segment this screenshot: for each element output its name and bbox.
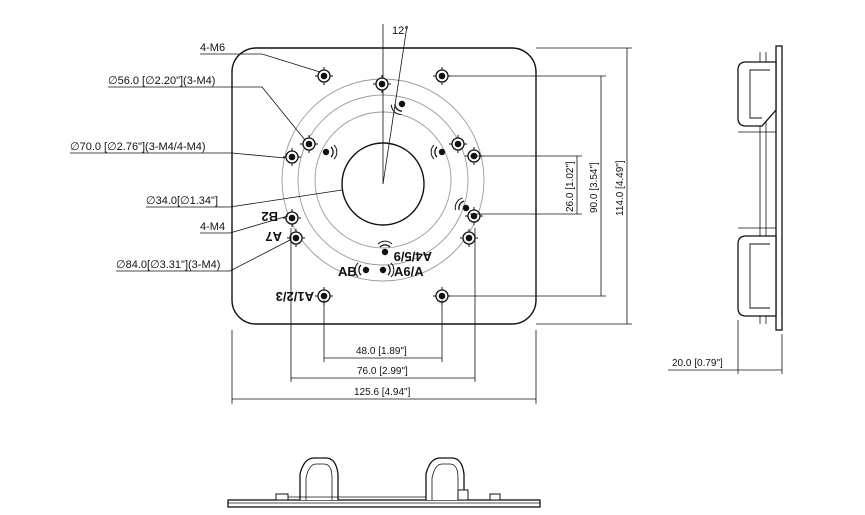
top-view: 12° B2 A7 A1/2/3 A4/5/9 AB A6/A 4-M6 <box>70 24 632 404</box>
callout-d56: ∅56.0 [∅2.20"](3-M4) <box>108 75 215 87</box>
dim-26: 26.0 [1.02"] <box>565 161 576 212</box>
callout-m6: 4-M6 <box>200 42 225 54</box>
callout-m4: 4-M4 <box>200 221 225 233</box>
dim-125: 125.6 [4.94"] <box>354 387 411 398</box>
side-boss-upper <box>737 61 777 127</box>
m4-hole-left-lower <box>282 208 302 228</box>
dim-90: 90.0 [3.54"] <box>589 162 600 213</box>
m4-hole-top <box>372 74 392 94</box>
m4-hole-left-bottom <box>286 228 306 248</box>
mark-a123: A1/2/3 <box>276 289 314 304</box>
callout-d34: ∅34.0[∅1.34"] <box>146 195 218 207</box>
front-view <box>227 457 541 508</box>
m4-hole-right <box>448 134 468 154</box>
mark-a7: A7 <box>265 229 282 244</box>
angle-label: 12° <box>392 25 409 37</box>
dim-thickness: 20.0 [0.79"] <box>672 358 723 369</box>
callout-d70: ∅70.0 [∅2.76"](3-M4/4-M4) <box>70 141 206 153</box>
dim-114: 114.0 [4.49"] <box>615 160 626 216</box>
slot-right <box>430 144 446 160</box>
side-plate <box>775 45 783 331</box>
dim-76: 76.0 [2.99"] <box>357 366 408 377</box>
mark-a459: A4/5/9 <box>394 249 432 264</box>
m4-hole-left-upper <box>282 147 302 167</box>
callout-d84: ∅84.0[∅3.31"](3-M4) <box>116 259 220 271</box>
dim-48: 48.0 [1.89"] <box>356 346 407 357</box>
side-view: 20.0 [0.79"] <box>668 45 783 374</box>
slot-bottom-left <box>354 262 370 278</box>
plate-outline <box>231 47 537 325</box>
side-boss-lower <box>737 235 777 317</box>
mark-a6a: A6/A <box>394 264 424 279</box>
slot-left <box>322 144 338 160</box>
m6-hole-top-left <box>314 66 334 86</box>
front-plate <box>227 499 541 508</box>
mark-ab: AB <box>338 264 357 279</box>
